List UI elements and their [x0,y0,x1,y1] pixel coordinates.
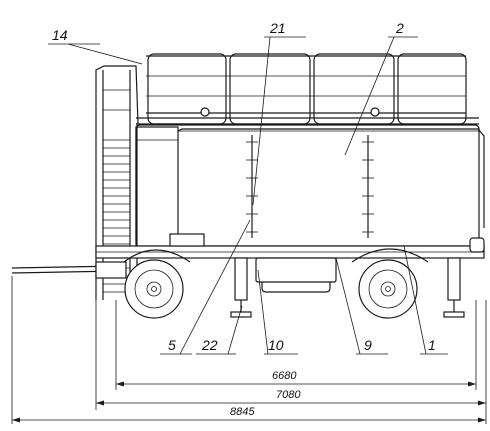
level-gauge-right [362,135,374,238]
support-leg-front [230,257,252,318]
callout-9: 9 [364,337,372,353]
callout-5: 5 [168,337,176,353]
chassis-frame [95,233,485,293]
callout-22: 22 [201,337,218,353]
leader-lines [48,36,448,355]
dimension-value-8845: 8845 [230,406,255,418]
callout-2: 2 [395,20,404,36]
callout-1: 1 [428,337,436,353]
rear-wheel [358,259,418,319]
top-railing [136,53,479,125]
drawbar [11,261,127,279]
dimension-value-7080: 7080 [276,389,301,401]
callout-10: 10 [268,337,284,353]
callout-14: 14 [52,27,68,43]
dimension-value-6680: 6680 [272,370,297,382]
support-leg-rear [443,257,465,318]
callout-21: 21 [269,20,286,36]
tank-body [135,124,485,247]
front-wheel [124,259,184,319]
level-gauge-left [246,135,258,238]
dimension-lines [11,276,487,424]
